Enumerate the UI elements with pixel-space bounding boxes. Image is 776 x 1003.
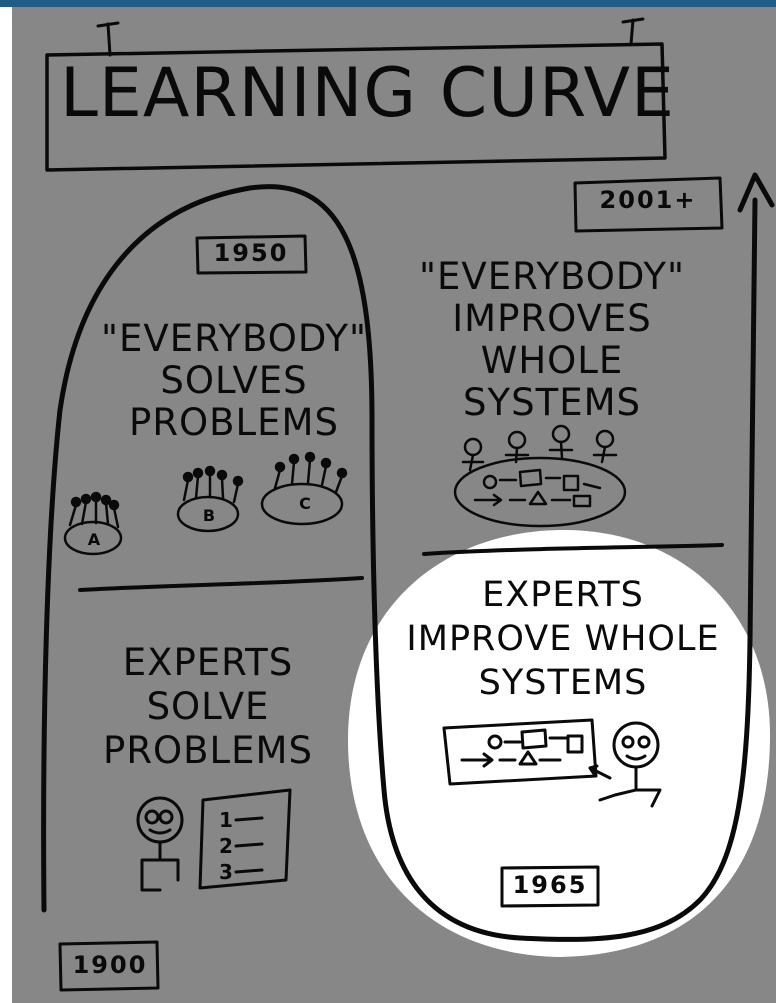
quadrant-everybody-improves: "EVERYBODY" IMPROVES WHOLE SYSTEMS xyxy=(402,256,702,424)
quadrant-line: PROBLEMS xyxy=(103,729,313,772)
quadrant-line: "EVERYBODY" xyxy=(101,317,367,360)
quadrant-line: IMPROVES xyxy=(452,297,652,340)
left-edge-strip xyxy=(0,7,12,1003)
year-box-1950 xyxy=(195,234,308,275)
team-label-c: C xyxy=(299,494,311,513)
team-label-a: A xyxy=(87,530,101,549)
quadrant-line: SOLVES xyxy=(160,359,308,402)
year-box-1900 xyxy=(58,940,160,992)
quadrant-line: SYSTEMS xyxy=(478,663,648,703)
quadrant-line: EXPERTS xyxy=(122,641,294,684)
team-label-b: B xyxy=(202,506,216,525)
quadrant-line: EXPERTS xyxy=(482,575,644,615)
window-top-bar xyxy=(0,0,776,7)
banner-right-pin xyxy=(621,17,645,46)
divider-left xyxy=(78,576,364,592)
year-box-1965 xyxy=(500,865,600,908)
curve-arrowhead xyxy=(737,172,775,213)
spotlight-highlight xyxy=(348,529,770,957)
title-banner xyxy=(45,42,667,172)
checklist-number-3: 3 xyxy=(219,860,233,884)
quadrant-everybody-solves: "EVERYBODY" SOLVES PROBLEMS xyxy=(84,318,384,444)
expert-with-system-diagram xyxy=(442,718,662,808)
year-box-2001 xyxy=(573,176,724,233)
quadrant-line: SYSTEMS xyxy=(463,381,641,424)
quadrant-line: SOLVE xyxy=(146,685,270,728)
team-b xyxy=(176,465,244,533)
year-label-2001: 2001+ xyxy=(599,186,697,214)
quadrant-line: WHOLE xyxy=(480,339,624,382)
quadrant-experts-solve: EXPERTS SOLVE PROBLEMS xyxy=(88,641,328,773)
expert-with-checklist xyxy=(136,788,292,892)
quadrant-experts-improve: EXPERTS IMPROVE WHOLE SYSTEMS xyxy=(398,573,728,705)
year-label-1900: 1900 xyxy=(72,951,148,979)
team-c xyxy=(260,451,348,526)
learning-curve-line xyxy=(41,184,758,942)
banner-left-pin xyxy=(96,21,120,57)
divider-right xyxy=(422,543,724,556)
quadrant-line: IMPROVE WHOLE xyxy=(406,619,720,659)
everybody-with-system-diagram xyxy=(453,424,627,528)
year-label-1950: 1950 xyxy=(213,239,289,267)
checklist-number-1: 1 xyxy=(219,808,233,832)
year-label-1965: 1965 xyxy=(512,871,588,899)
checklist-number-2: 2 xyxy=(219,834,233,858)
quadrant-line: "EVERYBODY" xyxy=(419,255,685,298)
team-a xyxy=(63,491,123,556)
quadrant-line: PROBLEMS xyxy=(129,401,339,444)
page-title: LEARNING CURVE xyxy=(60,54,675,133)
